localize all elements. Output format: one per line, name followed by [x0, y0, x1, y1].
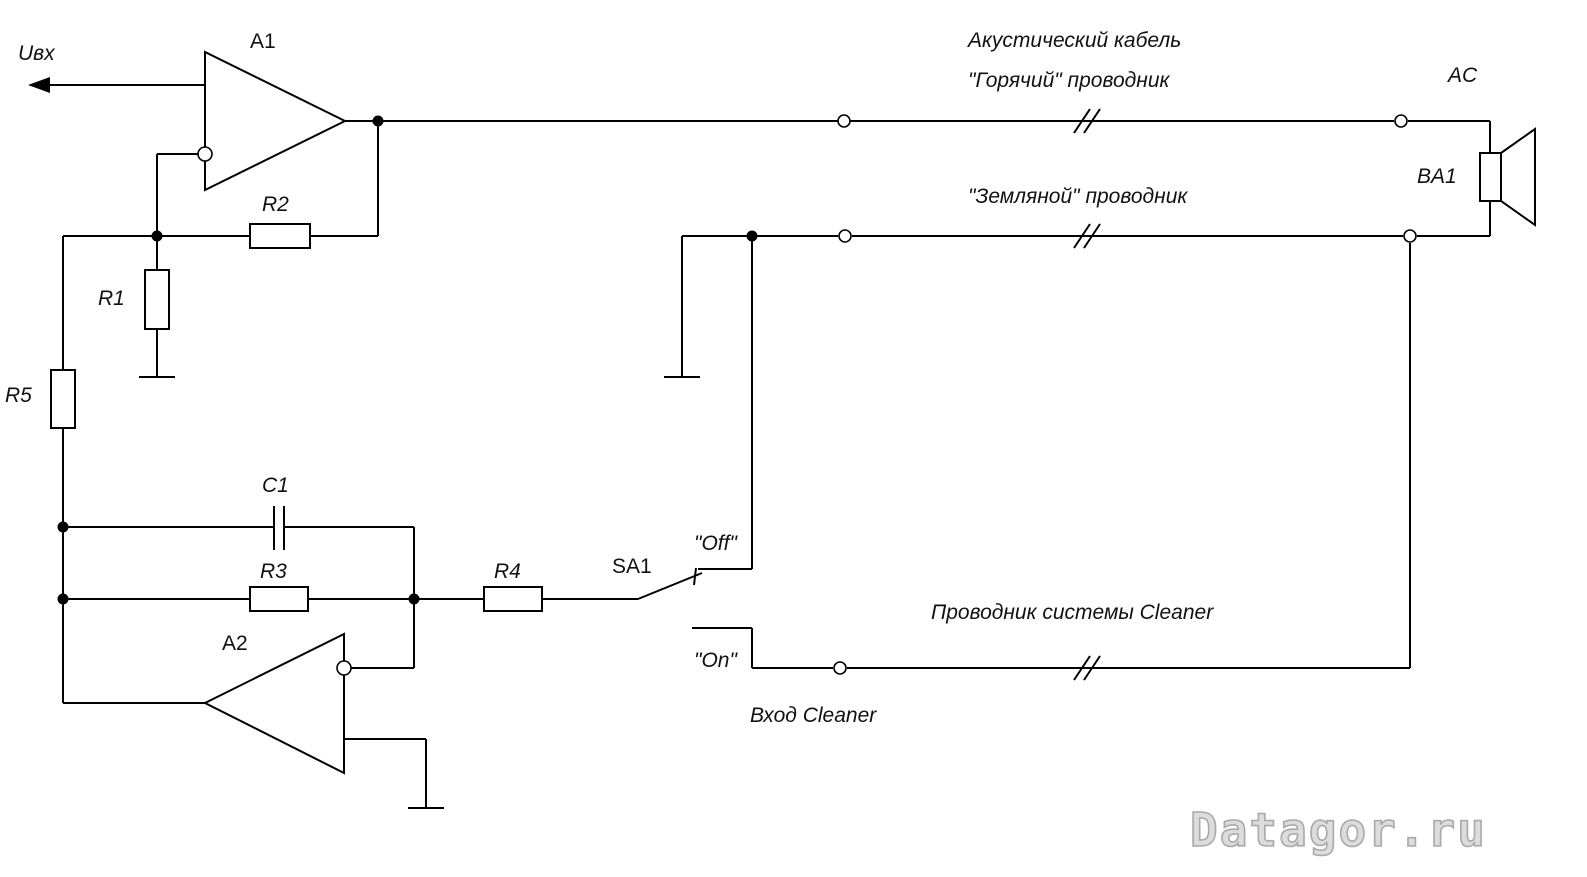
cable-break-ground [1073, 223, 1101, 249]
resistor-r3 [249, 586, 309, 612]
label-r1: R1 [98, 287, 125, 310]
label-hot-wire: "Горячий" проводник [968, 69, 1170, 92]
capacitor-c1 [273, 506, 285, 550]
label-c1: C1 [262, 474, 289, 497]
terminal-ground-speaker [1403, 229, 1417, 243]
opamp-a2 [202, 632, 345, 775]
junction-r3-right [408, 593, 420, 605]
cable-break-cleaner [1073, 655, 1101, 681]
label-ba1: BA1 [1417, 165, 1457, 188]
label-off: "Off" [694, 532, 738, 555]
terminal-hot-speaker [1394, 114, 1408, 128]
label-a2: A2 [222, 632, 248, 655]
label-ground-wire: "Земляной" проводник [968, 185, 1188, 208]
input-arrow [28, 77, 205, 93]
label-on: "On" [694, 649, 738, 672]
label-sa1: SA1 [612, 555, 652, 578]
resistor-r5 [50, 369, 76, 429]
cable-break-hot [1073, 108, 1101, 134]
resistor-r4 [483, 586, 543, 612]
opamp-a1 [204, 50, 348, 192]
junction-r3-left [57, 593, 69, 605]
watermark: Datagor.ru [1190, 803, 1487, 857]
junction-ground [746, 230, 758, 242]
junction-a1-output [372, 115, 384, 127]
opamp-a1-inverting-input [197, 146, 213, 162]
label-cleaner-input: Вход Cleaner [750, 704, 877, 727]
opamp-a2-inverting-input [336, 660, 352, 676]
label-r3: R3 [260, 560, 287, 583]
label-r4: R4 [494, 560, 521, 583]
label-r5: R5 [5, 384, 32, 407]
resistor-r2 [249, 223, 311, 249]
label-cleaner-wire: Проводник системы Cleaner [931, 601, 1214, 624]
terminal-cleaner-input [833, 661, 847, 675]
label-a1: A1 [250, 30, 276, 53]
label-r2: R2 [262, 193, 289, 216]
speaker-ba1 [1479, 127, 1536, 227]
terminal-ground-source [838, 229, 852, 243]
label-ac: AC [1446, 64, 1478, 87]
terminal-hot-source [837, 114, 851, 128]
junction-r1-r2 [151, 230, 163, 242]
label-uin: Uвх [18, 42, 56, 65]
switch-sa1 [637, 567, 752, 629]
resistor-r1 [144, 269, 170, 330]
label-cable: Акустический кабель [966, 29, 1181, 52]
junction-c1-left [57, 521, 69, 533]
